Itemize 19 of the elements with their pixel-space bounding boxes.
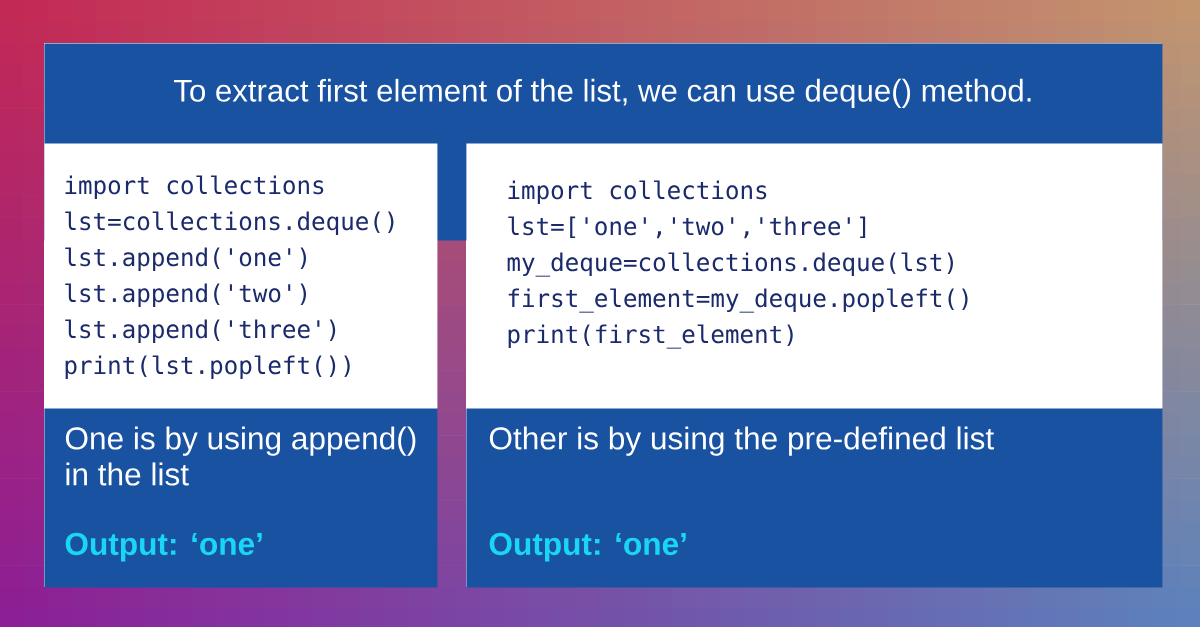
code-line: my_deque=collections.deque(lst) xyxy=(507,252,953,277)
code-line: lst=collections.deque() xyxy=(65,211,394,235)
description-text: Other is by using the pre-defined list xyxy=(489,426,994,456)
code-line: import collections xyxy=(508,180,767,204)
output-text: Output: ‘one’ xyxy=(65,532,262,562)
description-text: One is by using append() in the list xyxy=(65,426,416,486)
code-line: lst.append('one') xyxy=(65,247,307,271)
code-line: first_element=my_deque.popleft() xyxy=(508,288,968,313)
code-line: lst=['one','two','three'] xyxy=(508,216,866,239)
description-box xyxy=(466,408,1163,588)
output-text: Output: ‘one’ xyxy=(489,532,686,562)
code-panel xyxy=(44,143,438,409)
code-line: lst.append('two') xyxy=(65,283,307,307)
code-line: print(first_element) xyxy=(508,324,793,349)
code-line: import collections xyxy=(65,175,324,199)
code-line: print(lst.popleft()) xyxy=(65,355,350,379)
code-line: lst.append('three') xyxy=(65,319,336,343)
description-box xyxy=(44,408,438,588)
code-panel xyxy=(466,143,1163,409)
